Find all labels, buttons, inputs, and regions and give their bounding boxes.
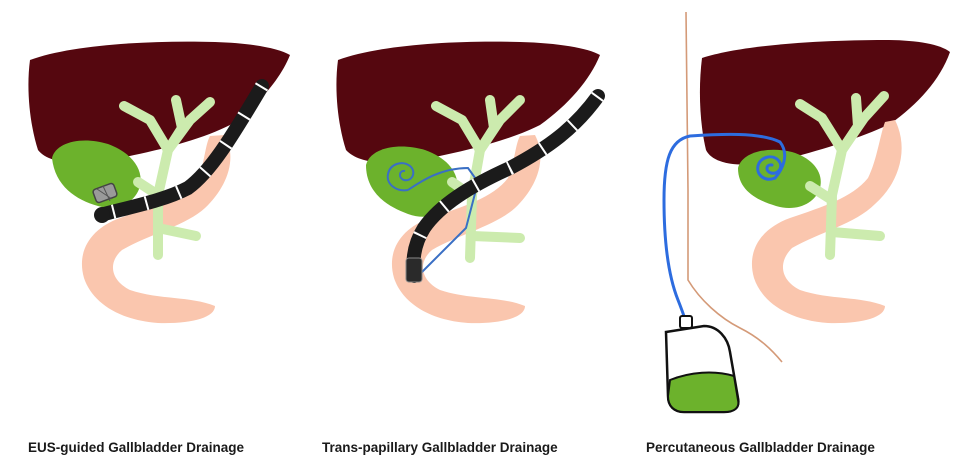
gallbladder [738, 150, 821, 208]
liver [700, 40, 950, 165]
caption-eus-guided: EUS-guided Gallbladder Drainage [28, 440, 244, 455]
caption-trans-papillary: Trans-papillary Gallbladder Drainage [322, 440, 558, 455]
panel-eus-guided [28, 42, 290, 324]
drainage-bag [666, 316, 738, 412]
panel-percutaneous [664, 12, 950, 412]
drainage-bag-fluid [668, 373, 738, 412]
caption-percutaneous: Percutaneous Gallbladder Drainage [646, 440, 875, 455]
panel-trans-papillary [336, 42, 600, 324]
